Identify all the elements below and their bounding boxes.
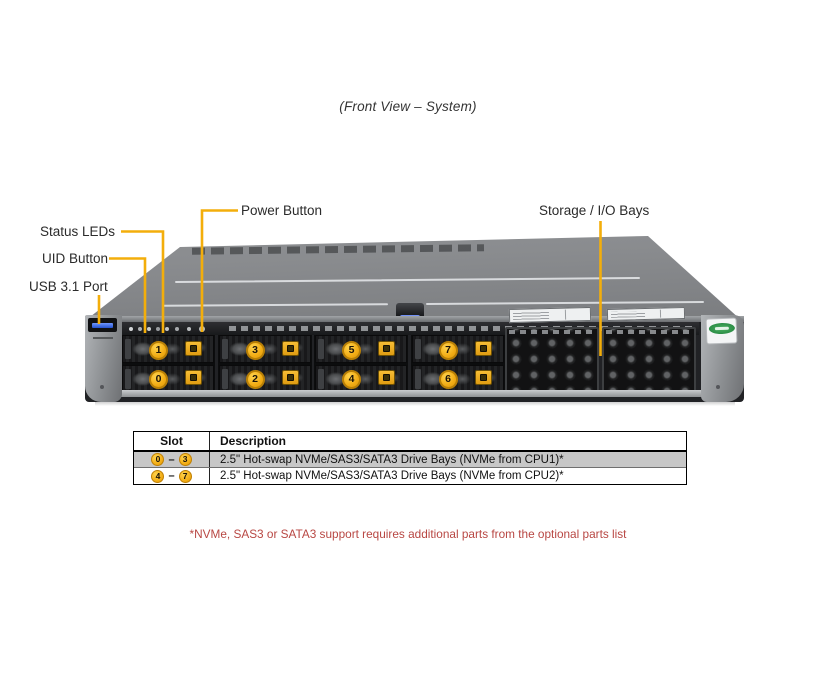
slot-badge: 0	[151, 453, 165, 466]
brand-logo-pill	[714, 326, 729, 331]
drive-number-badge: 5	[342, 341, 361, 360]
storage-io-bay-2	[602, 327, 696, 392]
tray-release-tab	[125, 369, 131, 389]
chassis-shadow	[95, 402, 735, 406]
drive-latch-button	[185, 341, 202, 356]
slot-range-cell: 4 – 7	[134, 468, 210, 484]
slot-range-dash: –	[168, 470, 175, 482]
footnote: *NVMe, SAS3 or SATA3 support requires ad…	[189, 527, 627, 541]
drive-number-badge: 7	[438, 341, 458, 360]
mesh-top-dashes	[509, 330, 595, 334]
description-cell: 2.5" Hot-swap NVMe/SAS3/SATA3 Drive Bays…	[220, 453, 564, 466]
slot-badge: 7	[178, 469, 192, 483]
rear-vent-slots	[191, 244, 485, 255]
drive-tray	[122, 335, 214, 363]
right-mounting-ear	[701, 315, 744, 402]
header-slot: Slot	[134, 432, 210, 450]
tray-release-tab	[125, 339, 131, 359]
serial-label	[508, 306, 592, 324]
drive-tray	[218, 335, 311, 363]
brand-logo-icon	[708, 322, 736, 335]
figure-title: (Front View – System)	[339, 99, 477, 114]
storage-io-bay-1	[505, 327, 599, 392]
serial-label-divider	[564, 309, 567, 320]
panel-seam	[425, 301, 705, 305]
slot-range-cell: 0 – 3	[134, 452, 210, 467]
power-button-dot	[199, 326, 205, 332]
slot-table-header: Slot Description	[134, 432, 686, 452]
latch-keyhole	[479, 345, 487, 352]
mesh-top-dashes	[606, 330, 692, 334]
serial-label-divider	[660, 309, 662, 318]
latch-keyhole	[479, 374, 487, 381]
drive-number-badge: 0	[149, 370, 168, 389]
header-description: Description	[220, 434, 287, 448]
status-leds-cluster	[129, 327, 133, 331]
latch-keyhole	[286, 345, 294, 352]
drive-number-badge: 3	[245, 341, 265, 360]
drive-number-badge: 6	[438, 370, 458, 389]
panel-seam	[175, 276, 640, 284]
slot-badge: 3	[178, 453, 192, 466]
drive-number-badge: 2	[245, 370, 265, 389]
usb-3-1-port	[88, 318, 117, 332]
drive-latch-button	[474, 341, 492, 356]
front-top-lip	[85, 316, 744, 322]
tray-release-tab	[318, 339, 324, 359]
serial-label-lines	[512, 311, 550, 320]
slot-range-dash: –	[168, 453, 175, 466]
tray-release-tab	[414, 369, 421, 389]
ear-screw	[716, 385, 720, 389]
ear-screw	[100, 385, 104, 389]
callout-usb-port: USB 3.1 Port	[29, 279, 108, 294]
chassis-top-panel	[86, 236, 741, 320]
drive-latch-button	[185, 370, 202, 385]
latch-keyhole	[190, 374, 197, 381]
table-row: 4 – 7 2.5" Hot-swap NVMe/SAS3/SATA3 Driv…	[134, 468, 686, 484]
brand-label	[705, 317, 738, 345]
tray-release-tab	[414, 339, 421, 359]
chassis-front-face: 1 3 5 7 0 2 4 6	[85, 306, 744, 402]
drive-tray	[411, 335, 504, 363]
latch-keyhole	[190, 345, 197, 352]
latch-keyhole	[383, 345, 390, 352]
slot-badge: 4	[151, 469, 165, 483]
left-mounting-ear	[85, 315, 122, 402]
drive-number-badge: 1	[149, 341, 168, 360]
tray-release-tab	[318, 369, 324, 389]
callout-status-leds: Status LEDs	[40, 224, 116, 239]
drive-latch-button	[378, 341, 395, 356]
panel-seam	[161, 303, 389, 307]
tray-release-tab	[221, 369, 228, 389]
drive-latch-button	[474, 370, 492, 385]
callout-power-button: Power Button	[241, 203, 323, 218]
serial-label-lines	[610, 311, 646, 318]
drive-number-badge: 4	[342, 370, 361, 389]
latch-keyhole	[383, 374, 390, 381]
bezel-vent-dashes	[229, 326, 695, 331]
description-cell: 2.5" Hot-swap NVMe/SAS3/SATA3 Drive Bays…	[220, 470, 564, 482]
ear-slot-line	[93, 337, 113, 339]
usb-blue-insert	[92, 323, 113, 328]
slot-table: Slot Description 0 – 3 2.5" Hot-swap NVM…	[133, 431, 687, 485]
serial-label	[606, 306, 686, 322]
tray-release-tab	[221, 339, 228, 359]
drive-latch-button	[281, 341, 299, 356]
table-row: 0 – 3 2.5" Hot-swap NVMe/SAS3/SATA3 Driv…	[134, 452, 686, 468]
drive-latch-button	[378, 370, 395, 385]
drive-latch-button	[281, 370, 299, 385]
front-bottom-rail	[113, 390, 717, 397]
latch-keyhole	[286, 374, 294, 381]
callout-uid-button: UID Button	[42, 251, 109, 266]
callout-storage-bays: Storage / I/O Bays	[539, 203, 650, 218]
